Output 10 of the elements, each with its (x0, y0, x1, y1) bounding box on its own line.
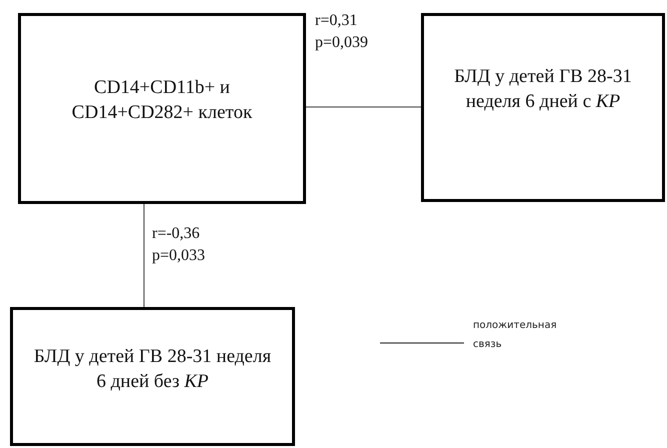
process-box (18, 13, 306, 204)
connector-line (306, 106, 422, 108)
box-text: БЛД у детей ГВ 28-31 неделя 6 дней без КР (32, 345, 272, 394)
process-box (421, 13, 665, 202)
box-text: БЛД у детей ГВ 28-31 неделя 6 дней с КР (453, 65, 633, 114)
box-text: CD14+CD11b+ и CD14+CD282+ клеток (70, 76, 254, 125)
edge-label: r=0,31 p=0,039 (315, 11, 370, 53)
legend-text: положительная связь (473, 319, 558, 352)
process-box (10, 307, 295, 446)
edge-label: r=-0,36 p=0,033 (152, 224, 206, 266)
